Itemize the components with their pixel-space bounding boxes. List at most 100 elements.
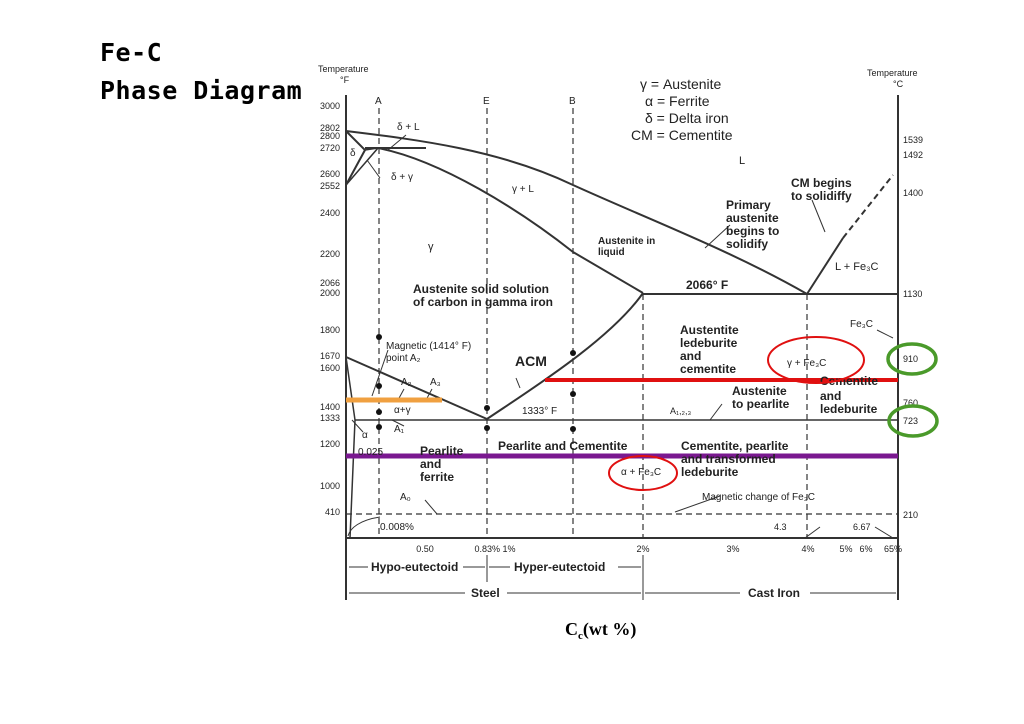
svg-text:CM begins: CM begins — [791, 176, 852, 190]
tick: 760 — [903, 398, 918, 408]
svg-text:A₁,₂,₃: A₁,₂,₃ — [670, 406, 692, 416]
tick: 1400 — [903, 188, 923, 198]
svg-text:α+γ: α+γ — [394, 405, 411, 416]
svg-text:Primary: Primary — [726, 198, 771, 212]
tick: 2066 — [320, 278, 340, 288]
legend: γ = Austenite α = Ferrite δ = Delta iron… — [631, 76, 733, 143]
svg-text:ferrite: ferrite — [420, 470, 454, 484]
svg-text:6%: 6% — [859, 544, 872, 554]
leader-lines — [347, 134, 894, 539]
svg-text:α = Ferrite: α = Ferrite — [645, 93, 710, 109]
svg-text:cementite: cementite — [680, 362, 736, 376]
svg-text:B: B — [569, 96, 576, 107]
svg-text:and: and — [820, 389, 841, 403]
svg-text:Hypo-eutectoid: Hypo-eutectoid — [371, 560, 458, 574]
svg-text:CM = Cementite: CM = Cementite — [631, 127, 733, 143]
svg-text:6.67: 6.67 — [853, 522, 871, 532]
svg-text:2066° F: 2066° F — [686, 278, 728, 292]
acm-line — [486, 292, 644, 420]
axes — [345, 95, 899, 600]
svg-text:δ: δ — [350, 148, 356, 159]
liquidus-line — [345, 130, 808, 295]
phase-boundaries — [345, 130, 898, 539]
alpha-fe3c-highlight-ellipse — [608, 455, 678, 491]
alpha-solvus — [345, 356, 356, 539]
svg-text:5%: 5% — [839, 544, 852, 554]
tick: 1800 — [320, 325, 340, 335]
tick: 2800 — [320, 131, 340, 141]
composition-ranges: Hypo-eutectoid Hyper-eutectoid Steel Cas… — [349, 555, 896, 600]
tick: 1670 — [320, 351, 340, 361]
tick: 2600 — [320, 169, 340, 179]
svg-text:ledeburite: ledeburite — [680, 336, 738, 350]
723-highlight-ellipse — [887, 404, 939, 438]
svg-text:1333° F: 1333° F — [522, 406, 557, 417]
svg-text:δ = Delta iron: δ = Delta iron — [645, 110, 729, 126]
svg-text:3%: 3% — [726, 544, 739, 554]
svg-text:A₁: A₁ — [394, 424, 405, 435]
svg-text:Cast Iron: Cast Iron — [748, 586, 800, 600]
svg-text:Hyper-eutectoid: Hyper-eutectoid — [514, 560, 605, 574]
right-axis-label: Temperature — [867, 68, 918, 78]
svg-text:Magnetic change of Fe₃C: Magnetic change of Fe₃C — [702, 492, 815, 503]
left-axis-label: Temperature — [318, 64, 369, 74]
svg-text:γ + L: γ + L — [512, 184, 534, 195]
tick: 2720 — [320, 143, 340, 153]
region-labels: δ δ + L δ + γ γ + L L γ Austenite solid … — [350, 122, 879, 533]
svg-text:γ = Austenite: γ = Austenite — [640, 76, 722, 92]
svg-text:4%: 4% — [801, 544, 814, 554]
svg-text:solidify: solidify — [726, 237, 768, 251]
svg-text:point A₂: point A₂ — [386, 353, 421, 364]
right-axis-unit: °C — [893, 79, 904, 89]
svg-text:to solidiffy: to solidiffy — [791, 189, 852, 203]
910-highlight-ellipse — [886, 342, 938, 376]
slide-title-line2: Phase Diagram — [100, 76, 303, 105]
tick: 410 — [325, 507, 340, 517]
tick: 2200 — [320, 249, 340, 259]
tick: 210 — [903, 510, 918, 520]
solidus-line — [377, 147, 644, 294]
composition-lines: A E B — [375, 96, 808, 538]
left-axis-unit: °F — [340, 75, 350, 85]
tick: 2000 — [320, 288, 340, 298]
svg-text:γ: γ — [428, 241, 434, 253]
right-tick-labels: 1539 1492 1400 1130 910 760 723 210 — [903, 135, 923, 520]
svg-text:Cementite: Cementite — [820, 374, 878, 388]
svg-text:Magnetic (1414° F): Magnetic (1414° F) — [386, 341, 471, 352]
slide-title-line1: Fe-C — [100, 38, 163, 67]
svg-text:δ + L: δ + L — [397, 122, 420, 133]
svg-text:0.008%: 0.008% — [380, 522, 414, 533]
svg-text:0.83% 1%: 0.83% 1% — [474, 544, 515, 554]
svg-text:Austenite: Austenite — [732, 384, 787, 398]
tick: 1600 — [320, 363, 340, 373]
svg-text:δ + γ: δ + γ — [391, 172, 413, 183]
cementite-liquidus — [806, 237, 844, 295]
svg-text:and transformed: and transformed — [681, 452, 776, 466]
tick: 2802 — [320, 123, 340, 133]
svg-text:austenite: austenite — [726, 211, 779, 225]
svg-text:L: L — [739, 155, 745, 167]
svg-text:0.025: 0.025 — [358, 447, 383, 458]
svg-text:liquid: liquid — [598, 247, 625, 258]
svg-text:65%: 65% — [884, 544, 902, 554]
tick: 723 — [903, 416, 918, 426]
svg-text:0.50: 0.50 — [416, 544, 434, 554]
svg-text:α + Fe₃C: α + Fe₃C — [621, 467, 661, 478]
svg-text:4.3: 4.3 — [774, 522, 787, 532]
svg-text:γ + Fe₃C: γ + Fe₃C — [787, 358, 826, 369]
tick: 1333 — [320, 413, 340, 423]
svg-text:Austenite in: Austenite in — [598, 236, 655, 247]
tick: 1400 — [320, 402, 340, 412]
svg-text:ledeburite: ledeburite — [681, 465, 739, 479]
svg-text:A: A — [375, 96, 382, 107]
svg-text:and: and — [420, 457, 441, 471]
svg-text:Steel: Steel — [471, 586, 500, 600]
svg-text:E: E — [483, 96, 490, 107]
svg-text:to pearlite: to pearlite — [732, 397, 790, 411]
svg-text:Pearlite: Pearlite — [420, 444, 464, 458]
svg-text:of carbon in gamma iron: of carbon in gamma iron — [413, 295, 553, 309]
composition-dots — [376, 334, 576, 432]
tick: 3000 — [320, 101, 340, 111]
